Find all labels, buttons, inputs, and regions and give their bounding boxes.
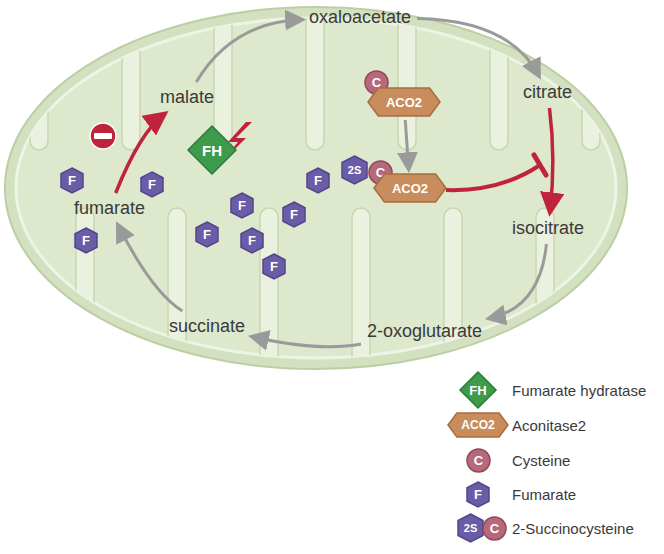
icon-text: F	[314, 173, 322, 188]
metabolite-name: oxaloacetate	[309, 7, 411, 27]
icon-text: F	[238, 198, 246, 213]
legend-text: 2-Succinocysteine	[512, 520, 634, 537]
fumarate-hexagon: F	[262, 253, 286, 280]
reaction-arrow	[252, 337, 361, 347]
metabolite-label: 2-oxoglutarate	[364, 319, 485, 344]
metabolite-name: 2-oxoglutarate	[367, 321, 482, 341]
metabolite-name: isocitrate	[512, 218, 584, 238]
inhibition-sign	[90, 123, 116, 149]
symbol-text: F	[474, 487, 482, 502]
metabolite-name: succinate	[169, 316, 245, 336]
legend-entry: Fumarate	[512, 486, 576, 503]
fumarate-hexagon: F	[60, 167, 84, 194]
symbol-text: 2S	[464, 522, 477, 534]
icon-text: ACO2	[386, 95, 422, 110]
fumarate-hexagon: F	[140, 171, 164, 198]
reaction-arrow	[405, 120, 408, 169]
legend-text: Aconitase2	[512, 417, 586, 434]
icon-text: ACO2	[392, 181, 428, 196]
crista-fold	[490, 0, 508, 150]
inhibition-line	[446, 165, 540, 190]
metabolite-label: succinate	[166, 314, 248, 339]
metabolite-name: fumarate	[74, 198, 145, 218]
legend-symbol: C	[466, 448, 491, 473]
metabolite-label: isocitrate	[509, 216, 587, 241]
symbol-text: C	[490, 521, 499, 536]
fumarate-hexagon: F	[240, 227, 264, 254]
crista-fold	[30, 0, 48, 150]
enzyme-diamond: FH	[187, 125, 237, 175]
fumarate-hexagon: F	[282, 201, 306, 228]
crista-fold	[214, 0, 232, 150]
legend-text: Fumarate hydratase	[512, 382, 646, 399]
minus-bar	[94, 133, 112, 139]
legend-entry: 2-Succinocysteine	[512, 520, 634, 537]
icon-text: F	[82, 233, 90, 248]
legend-symbol: ACO2	[447, 412, 509, 438]
icon-text: F	[270, 259, 278, 274]
metabolite-label: citrate	[520, 80, 575, 105]
legend-symbol: F	[466, 481, 490, 508]
fumarate-hexagon: F	[195, 221, 219, 248]
symbol-text: FH	[469, 383, 486, 398]
symbol-text: C	[474, 453, 483, 468]
legend-entry: Cysteine	[512, 452, 570, 469]
legend-symbol: 2S	[457, 513, 484, 543]
icon-text: F	[248, 233, 256, 248]
legend-text: Cysteine	[512, 452, 570, 469]
legend-symbol: FH	[459, 371, 497, 409]
fumarate-hexagon: F	[230, 192, 254, 219]
crista-fold	[352, 208, 370, 398]
icon-text: F	[68, 173, 76, 188]
fumarate-hexagon: F	[74, 227, 98, 254]
reaction-arrow-highlight	[549, 108, 552, 212]
reaction-arrow	[417, 18, 539, 76]
crista-fold	[444, 208, 462, 398]
symbol-text: ACO2	[461, 418, 494, 432]
icon-text: 2S	[348, 164, 361, 176]
metabolite-label: malate	[157, 85, 217, 110]
legend-entry: Fumarate hydratase	[512, 382, 646, 399]
crista-fold	[582, 0, 600, 150]
crista-fold	[122, 0, 140, 150]
enzyme-hexagon: ACO2	[367, 87, 441, 117]
reaction-arrow	[118, 225, 182, 311]
metabolite-name: malate	[160, 87, 214, 107]
cristae	[30, 0, 600, 398]
fumarate-hexagon: F	[306, 167, 330, 194]
icon-text: F	[203, 227, 211, 242]
reaction-arrow	[196, 20, 302, 82]
enzyme-hexagon: ACO2	[373, 173, 447, 203]
icon-text: F	[148, 177, 156, 192]
metabolite-name: citrate	[523, 82, 572, 102]
icon-text: F	[290, 207, 298, 222]
metabolite-label: fumarate	[71, 196, 148, 221]
succino-hexagon: 2S	[341, 155, 368, 185]
reaction-arrow	[489, 244, 546, 318]
legend-symbol: C	[482, 516, 507, 541]
icon-text: FH	[202, 142, 222, 159]
legend-entry: Aconitase2	[512, 417, 586, 434]
inhibition-bar	[534, 155, 546, 175]
legend-text: Fumarate	[512, 486, 576, 503]
metabolite-label: oxaloacetate	[306, 5, 414, 30]
